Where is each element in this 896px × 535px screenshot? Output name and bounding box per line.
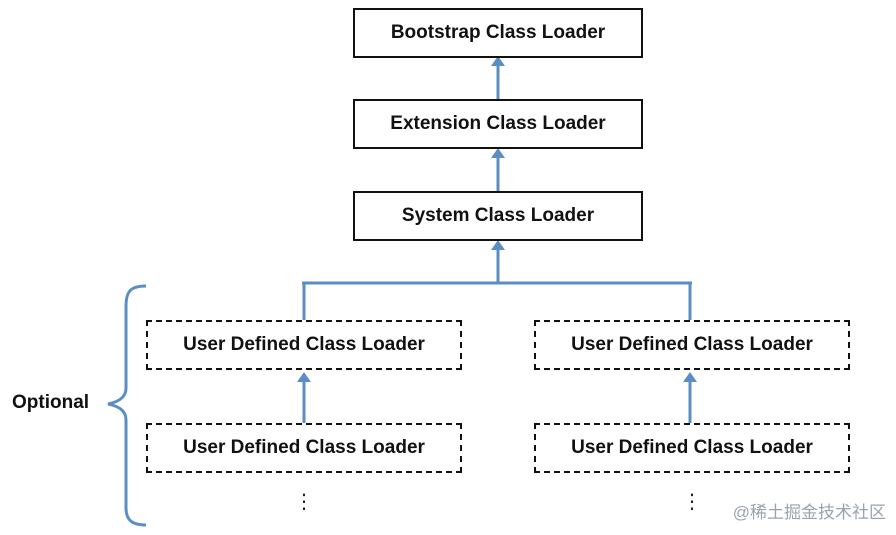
arrowhead-bootstrap: [491, 56, 505, 66]
user-defined-loader-left-top: User Defined Class Loader: [146, 320, 462, 370]
optional-brace: [107, 284, 147, 527]
continuation-dots-right: ⋮: [682, 491, 702, 513]
user-defined-loader-label: User Defined Class Loader: [571, 334, 813, 355]
extension-class-loader-box: Extension Class Loader: [353, 99, 643, 149]
user-defined-loader-label: User Defined Class Loader: [183, 437, 425, 458]
continuation-dots-left: ⋮: [294, 491, 314, 513]
user-defined-loader-right-top: User Defined Class Loader: [534, 320, 850, 370]
bootstrap-class-loader-box: Bootstrap Class Loader: [353, 8, 643, 58]
arrowhead-system: [491, 240, 505, 250]
user-defined-loader-right-bottom: User Defined Class Loader: [534, 423, 850, 473]
arrowhead-extension: [491, 148, 505, 158]
extension-class-loader-label: Extension Class Loader: [390, 113, 606, 134]
watermark-text: @稀土掘金技术社区: [732, 503, 886, 522]
system-class-loader-box: System Class Loader: [353, 191, 643, 241]
arrowhead-left-user: [297, 372, 311, 382]
user-defined-loader-left-bottom: User Defined Class Loader: [146, 423, 462, 473]
system-class-loader-label: System Class Loader: [401, 205, 595, 226]
bootstrap-class-loader-label: Bootstrap Class Loader: [390, 22, 606, 43]
arrowhead-right-user: [683, 372, 697, 382]
user-defined-loader-label: User Defined Class Loader: [183, 334, 425, 355]
optional-label: Optional: [12, 392, 90, 413]
user-defined-loader-label: User Defined Class Loader: [571, 437, 813, 458]
